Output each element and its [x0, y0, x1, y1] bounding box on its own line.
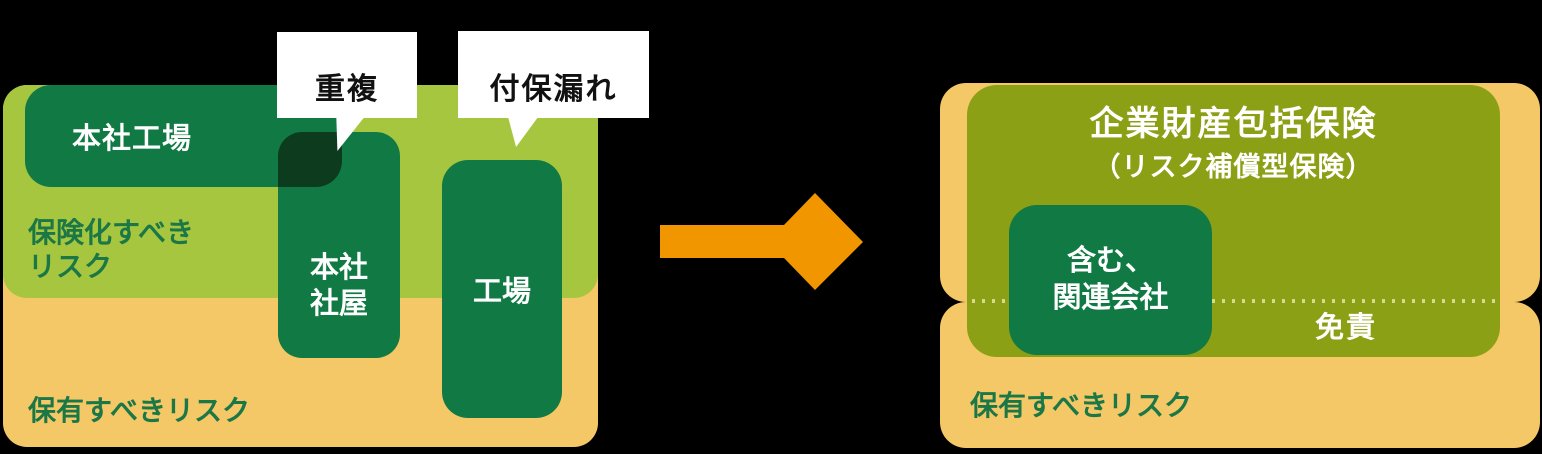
policy-title-block: 企業財産包括保険 （リスク補償型保険） [967, 103, 1500, 185]
right-arrow-icon [660, 193, 863, 290]
head-office-factory-label: 本社工場 [72, 123, 193, 155]
head-office-building-label: 本社 社屋 [309, 252, 368, 320]
duplication-bubble-label: 重複 [315, 73, 379, 106]
insurable-risk-label: 保険化すべき リスク [28, 217, 195, 282]
retained-risk-label-right: 保有すべきリスク [970, 390, 1193, 421]
coverage-gap-bubble-label: 付保漏れ [489, 73, 618, 106]
affiliates-included-label: 含む、 関連会社 [1052, 245, 1169, 314]
factory-box: 工場 [442, 160, 562, 418]
duplication-overlap-region [278, 132, 342, 187]
deductible-dotted-line [972, 299, 1496, 303]
deductible-label: 免責 [1315, 312, 1378, 344]
affiliates-included-box: 含む、 関連会社 [1009, 205, 1212, 355]
policy-title: 企業財産包括保険 [1089, 105, 1378, 143]
retained-risk-label-left: 保有すべきリスク [28, 395, 251, 426]
factory-label: 工場 [472, 276, 531, 308]
coverage-gap-bubble: 付保漏れ [458, 31, 649, 118]
policy-subtitle: （リスク補償型保険） [1093, 152, 1374, 182]
duplication-bubble: 重複 [277, 32, 417, 118]
